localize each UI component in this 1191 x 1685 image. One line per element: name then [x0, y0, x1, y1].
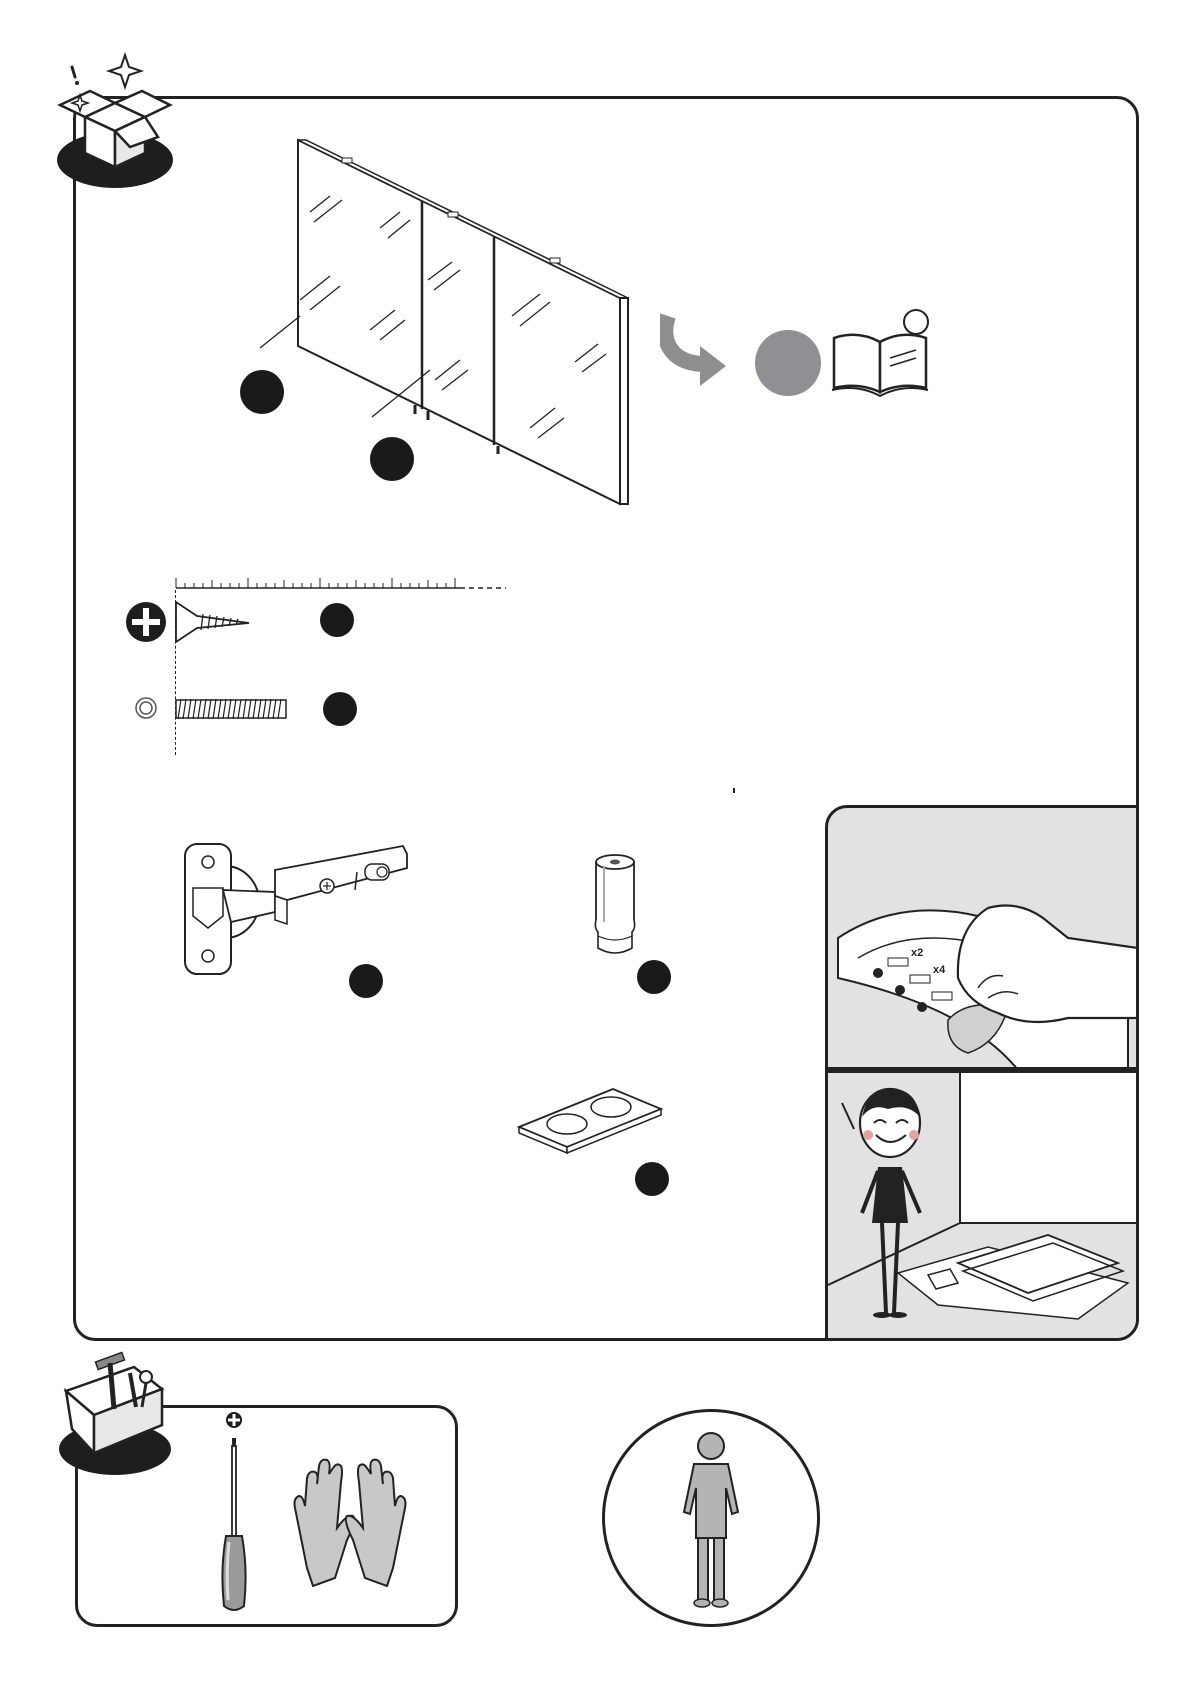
- tip-label-x4: x4: [933, 964, 945, 976]
- mounting-plate-illustration: [515, 1085, 665, 1155]
- curved-arrow-icon: [660, 310, 740, 390]
- tip-sort-parts-card: x2 x4: [825, 805, 1139, 1070]
- callout-hinge: [349, 964, 383, 998]
- phillips-screwdriver-icon: [212, 1410, 256, 1615]
- see-manual-badge: [755, 330, 821, 396]
- toolbox-icon: [50, 1345, 180, 1475]
- threaded-bolt-illustration: [175, 696, 290, 722]
- open-box-icon: [50, 45, 180, 190]
- person-icon: [676, 1430, 746, 1610]
- callout-mirror-1: [240, 370, 284, 414]
- cylinder-connector-illustration: [590, 852, 640, 962]
- stray-mark: [733, 788, 735, 793]
- mirror-doors-illustration: [230, 130, 630, 510]
- callout-cylinder: [637, 960, 671, 994]
- phillips-head-icon: [125, 601, 167, 643]
- hinge-illustration: [175, 840, 415, 980]
- ring-head-icon: [134, 696, 158, 720]
- callout-mirror-2: [370, 437, 414, 481]
- callout-screw-2: [323, 692, 357, 726]
- callout-mounting-plate: [635, 1162, 669, 1196]
- ruler: [170, 568, 510, 590]
- callout-screw-1: [320, 603, 354, 637]
- manual-book-icon: [828, 308, 936, 400]
- gloves-icon: [285, 1448, 415, 1598]
- tip-label-x2: x2: [911, 947, 923, 959]
- tip-unpack-card: [825, 1070, 1139, 1341]
- wood-screw-illustration: [175, 600, 255, 644]
